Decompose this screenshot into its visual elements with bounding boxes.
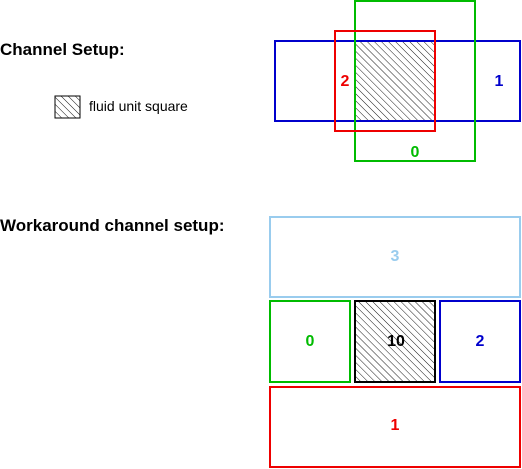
channel-2-rect [334, 30, 436, 132]
workaround-channel-1-rect [269, 386, 521, 468]
workaround-channel-2-rect [439, 300, 521, 383]
workaround-channel-10-label: 10 [387, 333, 405, 350]
legend: fluid unit square [54, 95, 188, 119]
workaround-heading: Workaround channel setup: [0, 216, 225, 235]
workaround-channel-0-rect [269, 300, 351, 383]
workaround-channel-3-rect [269, 216, 521, 298]
legend-swatch [54, 95, 81, 119]
fluid-unit-square [355, 41, 435, 121]
channel-setup-heading: Channel Setup: [0, 40, 125, 59]
channel-1-label: 1 [495, 73, 504, 90]
workaround-channel-2-label: 2 [476, 333, 485, 350]
legend-label: fluid unit square [89, 98, 188, 114]
workaround-channel-3-label: 3 [391, 248, 400, 265]
workaround-channel-0-label: 0 [306, 333, 315, 350]
channel-0-rect [354, 0, 476, 162]
channel-2-label: 2 [341, 73, 350, 90]
channel-1-rect [274, 40, 521, 122]
workaround-fluid-square [354, 300, 436, 383]
channel-0-label: 0 [411, 144, 420, 161]
workaround-channel-1-label: 1 [391, 417, 400, 434]
